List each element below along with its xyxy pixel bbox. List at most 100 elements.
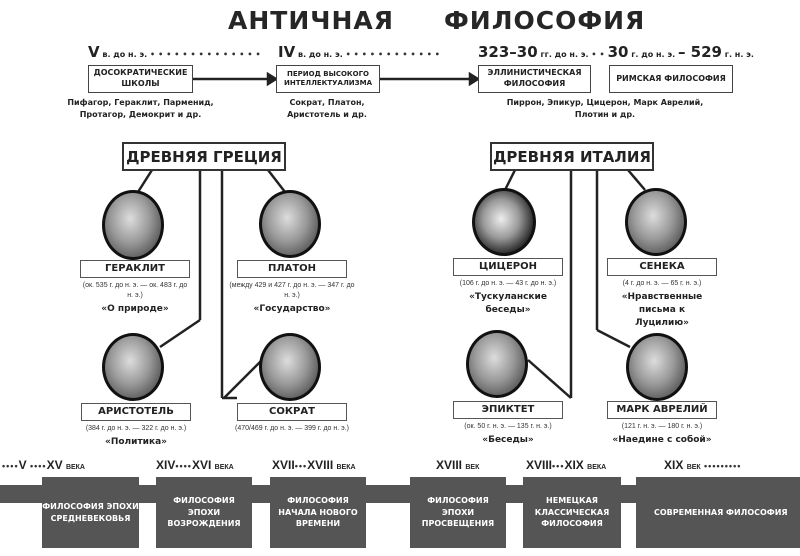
era-numeral: IV — [278, 43, 296, 61]
epoch-middle-ages: ФИЛОСОФИЯ ЭПОХИ СРЕДНЕВЕКОВЬЯ — [42, 477, 139, 548]
seneca-card: СЕНЕКА (4 г. до н. э. — 65 г. н. э.) «Нр… — [577, 258, 747, 330]
late-antiquity-names: Пиррон, Эпикур, Цицерон, Марк Аврелий, П… — [506, 98, 704, 119]
epictetus-card: ЭПИКТЕТ (ок. 50 г. н. э. — 135 г. н. э.)… — [423, 401, 593, 447]
socrates-dates: (470/469 г. до н. э. — 399 г. до н. э.) — [235, 425, 349, 432]
seneca-dates: (4 г. до н. э. — 65 г. н. э.) — [622, 280, 702, 287]
century-to: XIX — [564, 458, 584, 472]
dotted-line: •••••••••••••• — [149, 50, 264, 59]
plato-portrait — [259, 190, 321, 258]
marcus-aurelius-work: «Наедине с собой» — [612, 435, 712, 446]
region-ancient-italy: ДРЕВНЯЯ ИТАЛИЯ — [490, 142, 654, 171]
dotted-line: •••• — [2, 461, 19, 471]
century-suffix: ВЕКА — [65, 464, 85, 471]
era-hellenistic: 323–30 гг. до н. э. ••30 г. до н. э. – 5… — [478, 43, 754, 61]
century-from: V — [18, 458, 27, 472]
socrates-portrait — [259, 333, 321, 401]
century-xvii-xviii: XVII•••XVIII ВЕКА — [272, 458, 356, 472]
dotted-line: •••• — [29, 461, 47, 471]
century-v-xv: ••••V ••••XV ВЕКА — [2, 458, 85, 472]
title-word-1: АНТИЧНАЯ — [228, 6, 394, 35]
heraclitus-dates: (ок. 535 г. до н. э. — ок. 483 г. до н. … — [82, 282, 188, 300]
epoch-enlightenment: ФИЛОСОФИЯ ЭПОХИ ПРОСВЕЩЕНИЯ — [410, 477, 506, 548]
marcus-aurelius-portrait — [626, 333, 688, 401]
dotted-line: •••••••••••• — [345, 50, 443, 59]
era-numeral: 30 — [607, 43, 629, 61]
era-iv-bc: IV в. до н. э. •••••••••••• — [278, 43, 443, 61]
epoch-german-classical: НЕМЕЦКАЯ КЛАССИЧЕСКАЯ ФИЛОСОФИЯ — [523, 477, 621, 548]
epictetus-work: «Беседы» — [482, 435, 534, 446]
region-ancient-greece: ДРЕВНЯЯ ГРЕЦИЯ — [122, 142, 286, 171]
century-xiv-xvi: XIV••••XVI ВЕКА — [156, 458, 234, 472]
cicero-portrait — [472, 188, 536, 256]
century-from: XIV — [156, 458, 176, 472]
era-suffix: г. н. э. — [724, 50, 754, 59]
century-suffix: ВЕК — [686, 464, 701, 471]
aristotle-dates: (384 г. до н. э. — 322 г. до н. э.) — [85, 425, 187, 432]
plato-name: ПЛАТОН — [237, 260, 347, 278]
century-from: XVIII — [436, 458, 463, 472]
dotted-line: ••• — [294, 461, 308, 471]
aristotle-name: АРИСТОТЕЛЬ — [81, 403, 191, 421]
epictetus-dates: (ок. 50 г. н. э. — 135 г. н. э.) — [464, 423, 552, 430]
aristotle-card: АРИСТОТЕЛЬ (384 г. до н. э. — 322 г. до … — [51, 403, 221, 449]
high-intellectualism-names: Сократ, Платон, Аристотель и др. — [287, 98, 367, 119]
seneca-work: «Нравственные письма к Луцилию» — [621, 292, 703, 329]
era-v-bc: V в. до н. э. •••••••••••••• — [88, 43, 264, 61]
marcus-aurelius-card: МАРК АВРЕЛИЙ (121 г. н. э. — 180 г. н. э… — [577, 401, 747, 447]
epoch-early-modern: ФИЛОСОФИЯ НАЧАЛА НОВОГО ВРЕМЕНИ — [270, 477, 366, 548]
plato-work: «Государство» — [253, 304, 331, 315]
epoch-contemporary: СОВРЕМЕННАЯ ФИЛОСОФИЯ — [636, 477, 800, 548]
seneca-name: СЕНЕКА — [607, 258, 717, 276]
century-suffix: ВЕК — [465, 464, 480, 471]
title-word-2: ФИЛОСОФИЯ — [444, 6, 646, 35]
heraclitus-card: ГЕРАКЛИТ (ок. 535 г. до н. э. — ок. 483 … — [50, 260, 220, 316]
century-to: XV — [46, 458, 63, 472]
century-from: XVIII — [526, 458, 553, 472]
century-suffix: ВЕКА — [214, 464, 234, 471]
era-suffix: гг. до н. э. — [540, 50, 589, 59]
dotted-line: •••• — [175, 461, 192, 471]
epictetus-name: ЭПИКТЕТ — [453, 401, 563, 419]
century-xix: XIX ВЕК ••••••••• — [664, 458, 741, 472]
century-to: XVIII — [307, 458, 334, 472]
century-to: XVI — [191, 458, 212, 472]
century-from: XVII — [272, 458, 295, 472]
cicero-card: ЦИЦЕРОН (106 г. до н. э. — 43 г. до н. э… — [423, 258, 593, 317]
heraclitus-name: ГЕРАКЛИТ — [80, 260, 190, 278]
socrates-name: СОКРАТ — [237, 403, 347, 421]
period-presocratic: ДОСОКРАТИЧЕСКИЕ ШКОЛЫ — [88, 65, 193, 93]
period-roman: РИМСКАЯ ФИЛОСОФИЯ — [609, 65, 733, 93]
century-from: XIX — [664, 458, 684, 472]
era-suffix: г. до н. э. — [631, 50, 676, 59]
marcus-aurelius-name: МАРК АВРЕЛИЙ — [607, 401, 717, 419]
century-suffix: ВЕКА — [336, 464, 356, 471]
century-suffix: ВЕКА — [587, 464, 607, 471]
aristotle-work: «Политика» — [105, 437, 167, 448]
era-suffix: в. до н. э. — [102, 50, 148, 59]
heraclitus-work: «О природе» — [101, 304, 169, 315]
cicero-dates: (106 г. до н. э. — 43 г. до н. э.) — [459, 280, 557, 287]
era-numeral: V — [88, 43, 100, 61]
era-numeral: 323–30 — [478, 43, 538, 61]
century-xviii-xix: XVIII•••XIX ВЕКА — [526, 458, 606, 472]
era-suffix: в. до н. э. — [298, 50, 343, 59]
heraclitus-portrait — [102, 190, 164, 260]
presocratic-names: Пифагор, Гераклит, Парменид, Протагор, Д… — [67, 98, 214, 119]
century-xviii: XVIII ВЕК — [436, 458, 479, 472]
epictetus-portrait — [466, 330, 528, 398]
plato-card: ПЛАТОН (между 429 и 427 г. до н. э. — 34… — [207, 260, 377, 316]
seneca-portrait — [625, 188, 687, 256]
cicero-name: ЦИЦЕРОН — [453, 258, 563, 276]
marcus-aurelius-dates: (121 г. н. э. — 180 г. н. э.) — [621, 423, 703, 430]
period-high-intellectualism: ПЕРИОД ВЫСОКОГО ИНТЕЛЛЕКТУАЛИЗМА — [276, 65, 380, 93]
epoch-renaissance: ФИЛОСОФИЯ ЭПОХИ ВОЗРОЖДЕНИЯ — [156, 477, 252, 548]
plato-dates: (между 429 и 427 г. до н. э. — 347 г. до… — [229, 282, 355, 300]
dotted-line: ••••••••• — [704, 461, 742, 471]
cicero-work: «Тускуланские беседы» — [469, 292, 547, 316]
period-hellenistic: ЭЛЛИНИСТИЧЕСКАЯ ФИЛОСОФИЯ — [478, 65, 591, 93]
era-numeral: – 529 — [677, 43, 722, 61]
dotted-line: ••• — [552, 461, 565, 471]
aristotle-portrait — [102, 333, 164, 401]
dotted-line: •• — [591, 50, 608, 59]
